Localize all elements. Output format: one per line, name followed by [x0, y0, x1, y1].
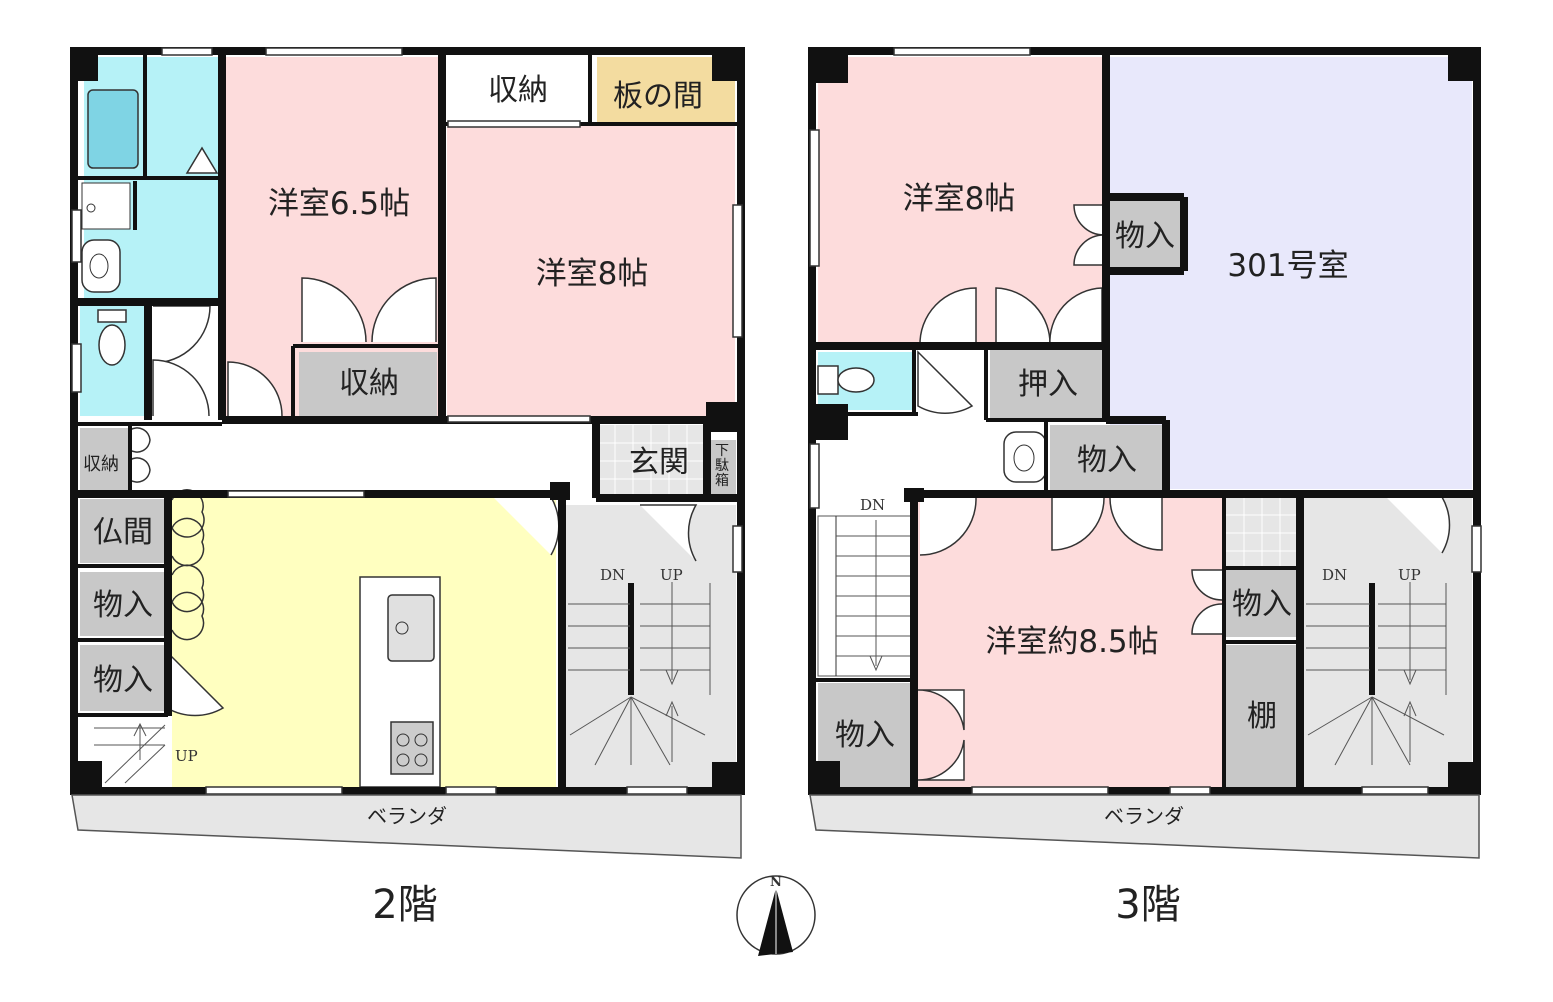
floor2-label-shoe-box: 下駄箱 [715, 443, 729, 489]
floor3-label-closet-b: 物入 [1077, 443, 1137, 478]
floor3-columns [808, 47, 1480, 794]
floor3-closet-c [1226, 567, 1298, 637]
floor2-label-storage-small: 収納 [83, 454, 119, 475]
floor2-altar-room [80, 499, 166, 563]
floor2-stair-up: UP [660, 566, 683, 584]
floor2-room-western-b [447, 126, 735, 416]
floor2-label-storage-top: 収納 [488, 73, 548, 108]
floor2-shoe-box [710, 440, 736, 497]
floor3-label-closet-a: 物入 [1115, 219, 1175, 254]
floor2-storage-mid [299, 352, 437, 416]
floor3-shelf [1226, 645, 1298, 787]
floor3-plan: DN DN UP [808, 47, 1482, 859]
floor2-entrance-tiles [597, 425, 707, 497]
floor3-toilet-icon [817, 365, 839, 395]
floor3-closet-b [1050, 425, 1162, 491]
floor2-door-swings [152, 146, 698, 717]
floor3-windows [809, 47, 1482, 795]
floor3-stair-dn-left: DN [860, 496, 885, 514]
floor2-storage-small [80, 428, 130, 490]
floor2-closet-1 [80, 572, 166, 636]
floor3-label-balcony: ベランダ [1104, 804, 1184, 828]
floor2-sink-icon [81, 239, 121, 293]
floor2-label-western-a: 洋室6.5帖 [268, 186, 410, 222]
floor3-sink-icon [1003, 431, 1047, 483]
floor2-label-closet-1: 物入 [93, 588, 153, 623]
floor2-label-wood-floor: 板の間 [613, 79, 703, 114]
floor2-title: 2階 [372, 882, 437, 928]
floor3-tile-grid [1226, 497, 1298, 567]
floor2-stove-icon [390, 721, 434, 775]
floor3-balcony [809, 794, 1480, 859]
floor2-storage-top [447, 57, 585, 123]
floor2-label-balcony: ベランダ [367, 804, 447, 828]
floor3-label-closet-c: 物入 [1232, 587, 1292, 622]
floor3-door-swings [917, 204, 1451, 781]
floor3-label-western-b: 洋室約8.5帖 [985, 624, 1158, 660]
floor2-stair-up-small: UP [175, 747, 198, 765]
floor2-balcony [71, 794, 742, 859]
floor3-stairs-right [1306, 582, 1447, 766]
floor3-closet-a [1110, 199, 1180, 269]
floor3-stairs-left [817, 515, 915, 677]
floor2-washer-icon [81, 182, 131, 230]
compass-icon [736, 875, 816, 956]
floor2-bathtub-icon [87, 89, 139, 169]
floor2-label-storage-mid: 収納 [339, 366, 399, 401]
floor2-stair-dn: DN [600, 566, 625, 584]
floor3-thin-walls [814, 346, 1300, 790]
floor2-label-entrance: 玄関 [629, 445, 689, 480]
floor2-windows [71, 47, 743, 795]
floor2-kitchen-sink-icon [387, 594, 435, 662]
floor3-label-closet-d: 物入 [835, 718, 895, 753]
floor3-label-western-a: 洋室8帖 [903, 181, 1016, 217]
floor2-stairs [94, 582, 711, 784]
floor2-plan: DN UP UP [70, 47, 745, 859]
floor3-label-unit: 301号室 [1227, 248, 1348, 284]
floor2-label-western-b: 洋室8帖 [536, 256, 649, 292]
floor2-label-altar-room: 仏間 [93, 515, 153, 550]
floor3-label-oshiire: 押入 [1018, 367, 1078, 402]
floor2-closet-2 [80, 645, 166, 711]
floor2-toilet-icon [98, 324, 126, 366]
floor2-label-closet-2: 物入 [93, 663, 153, 698]
floor3-label-shelf: 棚 [1247, 699, 1277, 734]
floor2-columns [70, 47, 744, 794]
floor3-stair-dn: DN [1322, 566, 1347, 584]
floor3-oshiire [990, 348, 1104, 418]
compass-north-label: N [770, 875, 782, 890]
floor3-title: 3階 [1115, 882, 1180, 928]
floor3-stair-up: UP [1398, 566, 1421, 584]
floor2-stair-hall [566, 505, 736, 787]
